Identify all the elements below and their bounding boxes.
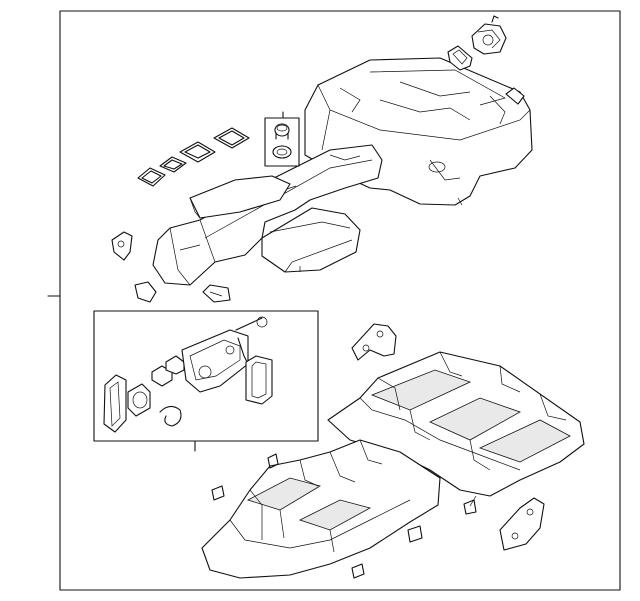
inset-box-harness — [93, 310, 319, 452]
mount-bracket-right-upper — [351, 323, 397, 361]
mount-bracket-left — [111, 231, 231, 303]
diagram-frame — [59, 10, 621, 591]
mount-bracket-right-lower — [499, 497, 545, 551]
top-connector — [447, 15, 525, 105]
gasket-set — [137, 127, 250, 187]
battery-tray-lower — [201, 351, 585, 579]
battery-cover-upper — [152, 57, 533, 286]
drain-plug-kit — [264, 111, 300, 167]
